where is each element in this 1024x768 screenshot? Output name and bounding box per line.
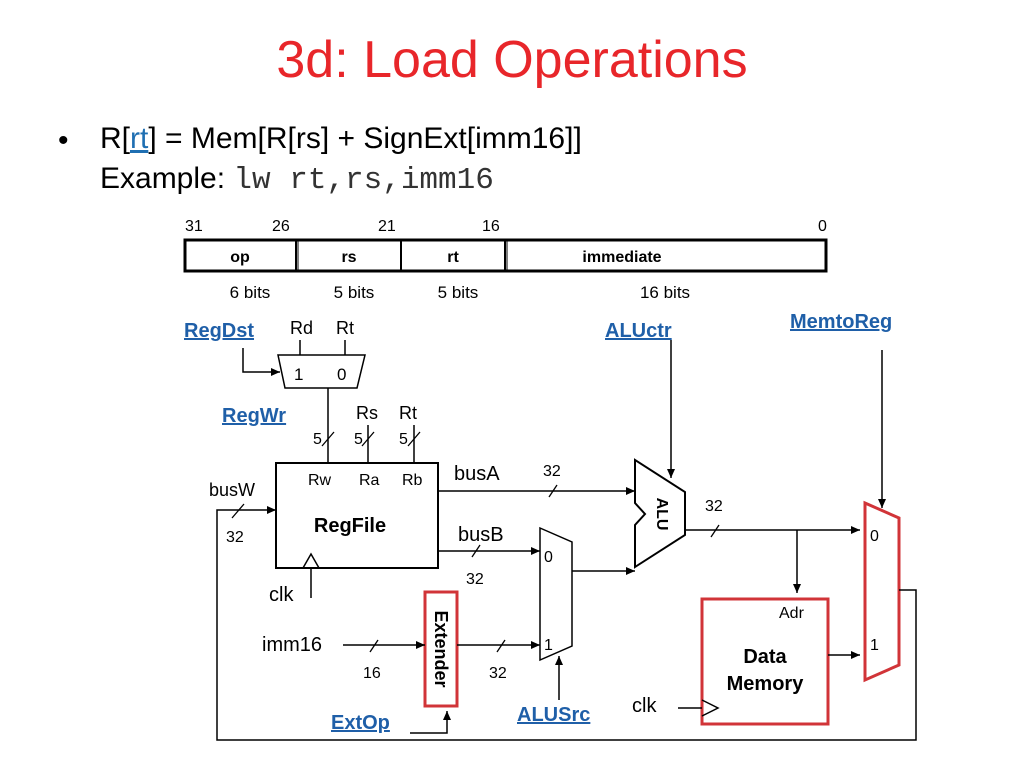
alusrc-0: 0 <box>544 549 553 566</box>
eq-prefix: R[ <box>100 122 130 155</box>
field-rt: rt <box>447 249 459 266</box>
extender-label: Extender <box>431 610 451 687</box>
memtoreg-mux <box>863 500 901 683</box>
rt-label-top: Rt <box>336 318 354 338</box>
ext-out-width: 32 <box>489 665 507 682</box>
alusrc-mux <box>539 526 573 662</box>
field-op: op <box>230 249 250 266</box>
data-label: Data <box>743 646 787 668</box>
field-rs: rs <box>341 249 356 266</box>
extender-block <box>423 590 459 708</box>
memtoreg-1: 1 <box>870 637 879 654</box>
busb-label: busB <box>458 524 504 546</box>
instruction-format: 31 26 21 16 0 op rs rt immediate 6 bits … <box>183 218 828 302</box>
imm16-label: imm16 <box>262 634 322 656</box>
aluctr-signal[interactable]: ALUctr <box>605 320 672 342</box>
memory-label: Memory <box>727 673 805 695</box>
field-immediate: immediate <box>582 249 661 266</box>
memtoreg-signal[interactable]: MemtoReg <box>790 311 892 333</box>
busw-width: 32 <box>226 529 244 546</box>
example-code: lw rt,rs,imm16 <box>233 163 494 198</box>
extop-signal[interactable]: ExtOp <box>331 712 390 734</box>
alusrc-1: 1 <box>544 637 553 654</box>
bullet-example: Example: lw rt,rs,imm16 <box>100 162 494 198</box>
rb-port: Rb <box>402 472 423 489</box>
rd-label: Rd <box>290 318 313 338</box>
alu-block <box>634 458 686 569</box>
width-rs: 5 bits <box>334 283 375 302</box>
width-op: 6 bits <box>230 283 271 302</box>
alu-out-width: 32 <box>705 498 723 515</box>
adr-label: Adr <box>779 605 805 622</box>
width-rt: 5 bits <box>438 283 479 302</box>
busa-label: busA <box>454 463 500 485</box>
regdst-mux-0: 0 <box>337 365 346 384</box>
busa-width: 32 <box>543 463 561 480</box>
page-title: 3d: Load Operations <box>276 31 748 89</box>
alu-label: ALU <box>653 498 670 531</box>
busb-width: 32 <box>466 571 484 588</box>
regfile-clk: clk <box>269 584 294 606</box>
bit-16: 16 <box>482 218 500 235</box>
imm16-width: 16 <box>363 665 381 682</box>
bit-21: 21 <box>378 218 396 235</box>
rs-label: Rs <box>356 403 378 423</box>
rt-link[interactable]: rt <box>130 122 149 155</box>
regdst-mux-1: 1 <box>294 365 303 384</box>
regwr-signal[interactable]: RegWr <box>222 405 286 427</box>
ra-port: Ra <box>359 472 380 489</box>
bullet-equation: R[rt] = Mem[R[rs] + SignExt[imm16]] <box>100 122 582 156</box>
alusrc-signal[interactable]: ALUSrc <box>517 704 590 726</box>
rw-port: Rw <box>308 472 332 489</box>
busw-label: busW <box>209 480 255 500</box>
bit-26: 26 <box>272 218 290 235</box>
writeback-bus <box>216 506 917 741</box>
regfile-label: RegFile <box>314 515 386 537</box>
mem-clk: clk <box>632 695 657 717</box>
regfile-block <box>275 462 439 569</box>
data-memory-block <box>700 597 830 726</box>
rt-label: Rt <box>399 403 417 423</box>
memtoreg-0: 0 <box>870 528 879 545</box>
regdst-mux <box>277 354 366 389</box>
bit-31: 31 <box>185 218 203 235</box>
bit-0: 0 <box>818 218 827 235</box>
width-5-rb: 5 <box>399 431 408 448</box>
width-imm: 16 bits <box>640 283 690 302</box>
eq-rest: ] = Mem[R[rs] + SignExt[imm16]] <box>148 122 582 155</box>
bullet-dot: • <box>58 124 69 157</box>
width-5-rw: 5 <box>313 431 322 448</box>
width-5-ra: 5 <box>354 431 363 448</box>
example-label: Example: <box>100 162 226 195</box>
regdst-signal[interactable]: RegDst <box>184 320 254 342</box>
